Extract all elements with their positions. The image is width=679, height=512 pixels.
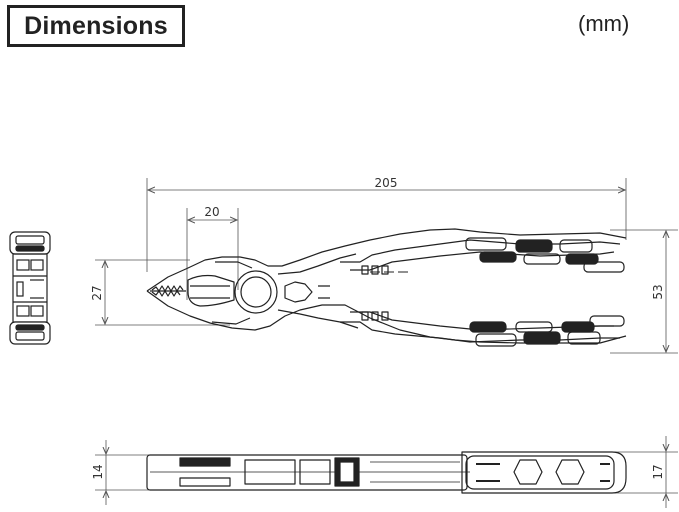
page-title: Dimensions (24, 11, 168, 40)
pliers-top-view (146, 228, 627, 347)
dim-head-width (95, 259, 230, 326)
pliers-side-view (146, 451, 627, 494)
dim-jaw-length-label: 20 (204, 205, 219, 219)
title-box: Dimensions (7, 5, 185, 47)
dim-head-thickness-label: 14 (91, 464, 105, 479)
dim-overall-length-label: 205 (375, 176, 398, 190)
pliers-end-view (9, 231, 51, 345)
dim-handle-thickness (612, 436, 678, 508)
dim-handle-span-label: 53 (651, 284, 665, 299)
dim-head-width-label: 27 (90, 285, 104, 300)
dim-head-thickness (95, 440, 150, 505)
dim-handle-span (610, 229, 678, 354)
unit-label: (mm) (578, 11, 630, 36)
dim-jaw-length (186, 208, 239, 300)
dim-handle-thickness-label: 17 (651, 464, 665, 479)
